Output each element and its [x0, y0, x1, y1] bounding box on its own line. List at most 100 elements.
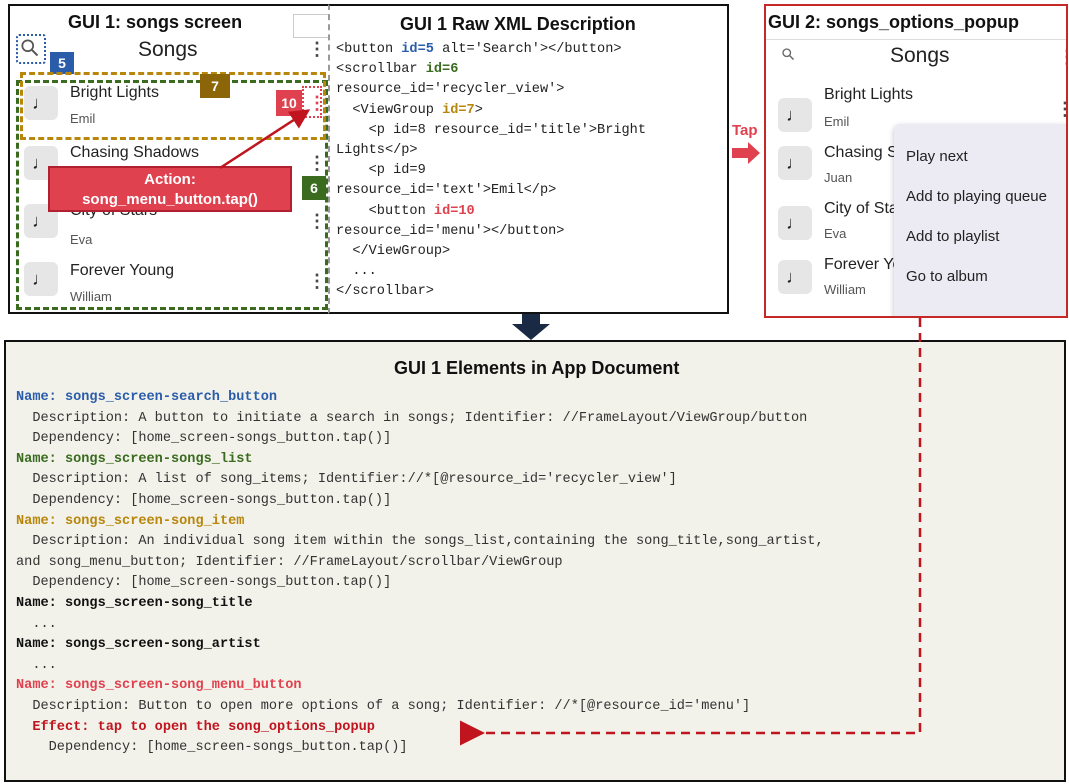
- song-artist: Juan: [824, 170, 853, 185]
- xml-line: resource_id='text'>Emil</p>: [336, 183, 556, 198]
- doc-body-line: Description: An individual song item wit…: [16, 534, 824, 550]
- xml-text: resource_id='text'>Emil</p>: [336, 183, 557, 199]
- song-title: Forever Yo: [824, 256, 902, 273]
- music-note-icon: ♩: [778, 260, 812, 294]
- doc-body-line: Description: A button to initiate a sear…: [16, 410, 808, 426]
- song-title: City of Stars: [70, 211, 157, 220]
- song-artist: William: [824, 282, 866, 297]
- xml-line: <scrollbar id=6: [336, 62, 458, 77]
- doc-element-name: Name: songs_screen-song_artist: [16, 637, 261, 653]
- xml-line: resource_id='menu'></button>: [336, 224, 564, 239]
- song-title: City of Sta: [824, 200, 898, 217]
- songs-list-highlight: [16, 80, 328, 310]
- kebab-icon[interactable]: ⋮: [308, 271, 326, 291]
- gui2-panel: GUI 2: songs_options_popup Songs ⋮ ♩ Bri…: [764, 4, 1068, 318]
- music-note-icon: ♩: [778, 98, 812, 132]
- music-note-icon: ♩: [778, 146, 812, 180]
- xml-text: >: [474, 102, 483, 118]
- gui1-label: GUI 1: songs screen: [68, 12, 243, 32]
- search-icon: [21, 39, 39, 57]
- menu-item-add-to-playlist[interactable]: Add to playlist: [906, 228, 1000, 245]
- xml-text: <p id=9: [336, 163, 426, 179]
- doc-body-line: Description: A list of song_items; Ident…: [16, 472, 677, 488]
- doc-body-line: ...: [16, 616, 57, 632]
- song-title: Bright Lights: [70, 84, 159, 101]
- xml-text: resource_id='recycler_view'>: [336, 82, 565, 98]
- xml-line: Lights</p>: [336, 143, 418, 158]
- action-call: song_menu_button.tap(): [82, 191, 258, 208]
- kebab-icon[interactable]: ⋮: [308, 153, 326, 173]
- xml-text: <p id=8 resource_id='title'>Bright: [336, 122, 646, 138]
- xml-text: alt='Search'></button>: [433, 42, 622, 57]
- tag-search: 5: [50, 52, 74, 74]
- overflow-menu-icon[interactable]: ⋮: [308, 39, 326, 59]
- xml-id-token: id=7: [442, 102, 475, 118]
- doc-element-name: Name: songs_screen-search_button: [16, 390, 278, 405]
- app-title: Songs: [890, 44, 950, 67]
- doc-body-line: Description: Button to open more options…: [16, 699, 751, 714]
- xml-text: ...: [336, 264, 377, 280]
- search-icon[interactable]: [780, 46, 798, 64]
- tap-label: Tap: [732, 122, 758, 139]
- tap-arrow-icon: [732, 142, 760, 164]
- doc-element-name: Name: songs_screen-songs_list: [16, 451, 253, 467]
- action-callout: Action: song_menu_button.tap(): [48, 166, 292, 212]
- menu-item-play-next[interactable]: Play next: [906, 148, 968, 165]
- app-title: Songs: [138, 38, 198, 61]
- tag-item: 7: [200, 74, 230, 98]
- song-title: Bright Lights: [824, 86, 913, 103]
- song-artist: Eva: [824, 226, 847, 241]
- menu-item-go-to-album[interactable]: Go to album: [906, 268, 988, 285]
- song-artist: William: [70, 289, 112, 304]
- xml-line: resource_id='recycler_view'>: [336, 82, 564, 97]
- kebab-icon[interactable]: ⋮: [1056, 100, 1066, 118]
- xml-line: </scrollbar>: [336, 284, 434, 299]
- song-menu-button-highlight[interactable]: ⋮: [302, 86, 326, 118]
- menu-item-add-to-queue[interactable]: Add to playing queue: [906, 188, 1047, 205]
- xml-text: <scrollbar: [336, 62, 426, 78]
- doc-body-line: and song_menu_button; Identifier: //Fram…: [16, 554, 563, 570]
- xml-id-token: id=5: [401, 42, 434, 57]
- song-options-popup: Play next Add to playing queue Add to pl…: [894, 124, 1066, 316]
- xml-line: ...: [336, 264, 377, 280]
- xml-title: GUI 1 Raw XML Description: [400, 14, 636, 34]
- xml-text: </scrollbar>: [336, 284, 434, 300]
- song-artist: Emil: [70, 111, 96, 126]
- doc-body-line: Dependency: [home_screen-songs_button.ta…: [16, 740, 408, 756]
- overflow-menu-icon[interactable]: ⋮: [1058, 48, 1066, 66]
- gui1-blank-tab: [293, 14, 329, 38]
- music-note-icon: ♩: [24, 262, 58, 296]
- song-artist: Emil: [824, 114, 850, 129]
- doc-element-name: Name: songs_screen-song_title: [16, 596, 253, 611]
- gui2-label: GUI 2: songs_options_popup: [768, 12, 1019, 32]
- song-title: Forever Young: [70, 262, 175, 279]
- xml-line: <button id=5 alt='Search'></button>: [336, 42, 622, 57]
- xml-line: <ViewGroup id=7>: [336, 103, 483, 118]
- gui1-panel: GUI 1: songs screen 5 Songs ⋮ 7 ♩ Bright…: [8, 4, 330, 314]
- search-button-highlight[interactable]: [16, 34, 46, 64]
- music-note-icon: ♩: [778, 206, 812, 240]
- kebab-icon[interactable]: ⋮: [308, 211, 326, 231]
- down-arrow-icon: [512, 314, 550, 340]
- xml-text: <ViewGroup: [336, 102, 443, 118]
- xml-id-token: id=6: [425, 62, 459, 78]
- music-note-icon: ♩: [24, 86, 58, 120]
- xml-line: </ViewGroup>: [336, 244, 450, 259]
- song-item-highlight: [20, 72, 326, 140]
- xml-line: <button id=10: [336, 204, 475, 219]
- doc-body-line: Dependency: [home_screen-songs_button.ta…: [16, 493, 392, 508]
- doc-element-name: Name: songs_screen-song_item: [16, 513, 245, 529]
- xml-id-token: id=10: [433, 203, 475, 219]
- doc-title: GUI 1 Elements in App Document: [394, 358, 680, 378]
- song-title: Chasing S: [824, 144, 898, 161]
- kebab-icon: ⋮: [308, 93, 326, 113]
- tag-list: 6: [302, 176, 326, 200]
- doc-body-line: ...: [16, 657, 57, 673]
- doc-panel: GUI 1 Elements in App Document Name: son…: [4, 340, 1066, 782]
- xml-text: <button: [336, 42, 402, 57]
- xml-text: <button: [336, 203, 434, 219]
- action-arrow: [219, 109, 311, 170]
- song-title: Chasing Shadows: [70, 144, 199, 161]
- doc-body-line: Dependency: [home_screen-songs_button.ta…: [16, 575, 392, 591]
- xml-line: <p id=8 resource_id='title'>Bright: [336, 123, 646, 138]
